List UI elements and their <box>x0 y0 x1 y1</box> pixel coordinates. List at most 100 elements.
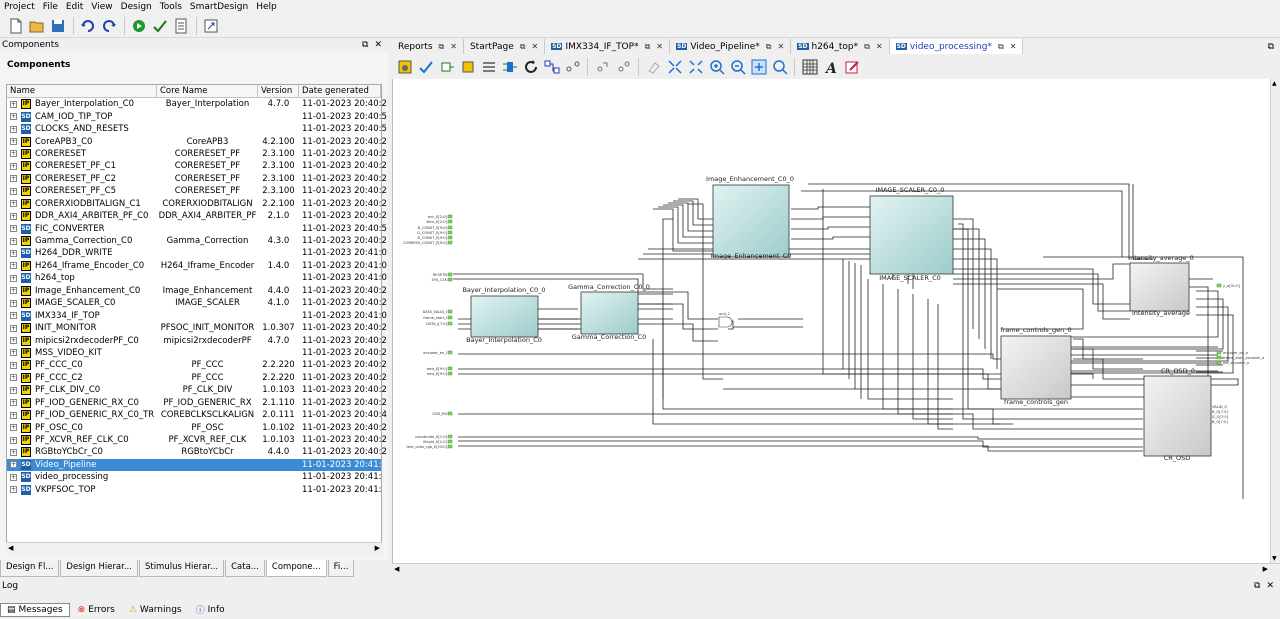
tab-catalog[interactable]: Cata... <box>225 560 265 577</box>
scroll-right-icon[interactable]: ▶ <box>1262 565 1268 573</box>
check-drc-icon[interactable] <box>415 57 436 77</box>
expand-icon[interactable]: + <box>10 399 17 407</box>
expand-icon[interactable]: + <box>10 374 17 382</box>
menu-view[interactable]: View <box>91 2 113 12</box>
close-icon[interactable]: ✕ <box>875 42 883 51</box>
block-bayer-interpolation[interactable]: Bayer_Interpolation_C0_0 Bayer_Interpola… <box>462 286 545 344</box>
expand-icon[interactable]: + <box>10 424 17 432</box>
float-icon[interactable]: ⧉ <box>1254 580 1261 591</box>
expand-icon[interactable]: + <box>10 200 17 208</box>
expand-icon[interactable]: + <box>10 486 17 494</box>
expand-icon[interactable]: + <box>10 448 17 456</box>
instance-icon[interactable] <box>457 57 478 77</box>
menu-edit[interactable]: Edit <box>65 2 84 12</box>
text-icon[interactable]: A <box>820 57 841 77</box>
column-header-name[interactable]: Name <box>7 85 157 97</box>
float-icon[interactable]: ⧉ <box>997 41 1004 51</box>
canvas-vertical-scrollbar[interactable]: ▲ ▼ <box>1270 79 1280 563</box>
doc-tab-reports[interactable]: Reports⧉✕ <box>392 39 464 54</box>
close-icon[interactable]: ✕ <box>656 42 663 51</box>
components-horizontal-scrollbar[interactable]: ◀ ▶ <box>6 542 382 554</box>
expand-icon[interactable]: + <box>10 361 17 369</box>
run-icon[interactable] <box>129 16 149 36</box>
canvas-horizontal-scrollbar[interactable]: ◀ ▶ <box>392 563 1280 576</box>
tab-components[interactable]: Compone... <box>265 560 327 577</box>
scroll-left-icon[interactable]: ◀ <box>394 565 400 573</box>
tab-messages[interactable]: ▤Messages <box>0 602 70 617</box>
float-icon[interactable]: ⧉ <box>765 41 772 51</box>
expand-icon[interactable]: + <box>10 337 17 345</box>
check-design-icon[interactable] <box>150 16 170 36</box>
float-icon[interactable]: ⧉ <box>438 41 445 51</box>
block-gamma-correction[interactable]: Gamma_Correction_C0_0 Gamma_Correction_C… <box>568 283 650 341</box>
block-frame-controls-gen[interactable]: frame_controls_gen_0 frame_controls_gen <box>1000 326 1071 406</box>
scroll-left-icon[interactable]: ◀ <box>8 544 14 552</box>
bif-icon[interactable] <box>499 57 520 77</box>
zoom-in-icon[interactable] <box>706 57 727 77</box>
scroll-right-icon[interactable]: ▶ <box>374 544 380 552</box>
disconnect-icon[interactable] <box>562 57 583 77</box>
new-file-icon[interactable] <box>6 16 26 36</box>
window-icon[interactable] <box>201 16 221 36</box>
add-port-icon[interactable] <box>436 57 457 77</box>
close-icon[interactable]: ✕ <box>374 40 382 50</box>
doc-tab-startpage[interactable]: StartPage⧉✕ <box>464 39 546 54</box>
expand-icon[interactable]: + <box>10 150 17 158</box>
float-icon[interactable]: ⧉ <box>644 41 651 51</box>
expand-icon[interactable]: + <box>10 237 17 245</box>
expand-icon[interactable]: + <box>10 461 17 469</box>
and-gate[interactable]: and_2 <box>718 312 733 328</box>
close-icon[interactable]: ✕ <box>1266 580 1274 591</box>
menu-file[interactable]: File <box>42 2 58 12</box>
tab-stimulus-hierarchy[interactable]: Stimulus Hierar... <box>138 560 225 577</box>
expand-icon[interactable]: + <box>10 113 17 121</box>
column-header-version[interactable]: Version <box>258 85 299 97</box>
expand-icon[interactable]: + <box>10 299 17 307</box>
expand-icon[interactable]: + <box>10 162 17 170</box>
menu-help[interactable]: Help <box>256 2 277 12</box>
expand-icon[interactable]: + <box>10 212 17 220</box>
edit-comment-icon[interactable] <box>841 57 862 77</box>
block-cr-osd[interactable]: CR_OSD_0 CR_OSD <box>1143 367 1212 462</box>
flip-icon[interactable] <box>592 57 613 77</box>
expand-icon[interactable]: + <box>10 262 17 270</box>
zoom-fit-icon[interactable] <box>748 57 769 77</box>
block-image-enhancement[interactable]: Image_Enhancement_C0_0 Image_Enhancement… <box>706 175 794 260</box>
zoom-out-icon[interactable] <box>727 57 748 77</box>
expand-icon[interactable]: + <box>10 349 17 357</box>
scroll-up-icon[interactable]: ▲ <box>1272 80 1277 87</box>
schematic-diagram[interactable]: enc_E[2:0] Bms_E[2:0] B_CONST_E[9:0] G_C… <box>393 79 1271 563</box>
expand-icon[interactable]: + <box>10 175 17 183</box>
menu-project[interactable]: Project <box>4 2 35 12</box>
expand-icon[interactable]: + <box>10 324 17 332</box>
float-icon[interactable]: ⧉ <box>519 41 526 51</box>
close-icon[interactable]: ✕ <box>777 42 785 51</box>
report-icon[interactable] <box>171 16 191 36</box>
rotate-icon[interactable] <box>613 57 634 77</box>
block-intensity-average[interactable]: intensity_average_0 intensity_average <box>1128 254 1193 317</box>
tab-files[interactable]: Fi... <box>327 560 355 577</box>
